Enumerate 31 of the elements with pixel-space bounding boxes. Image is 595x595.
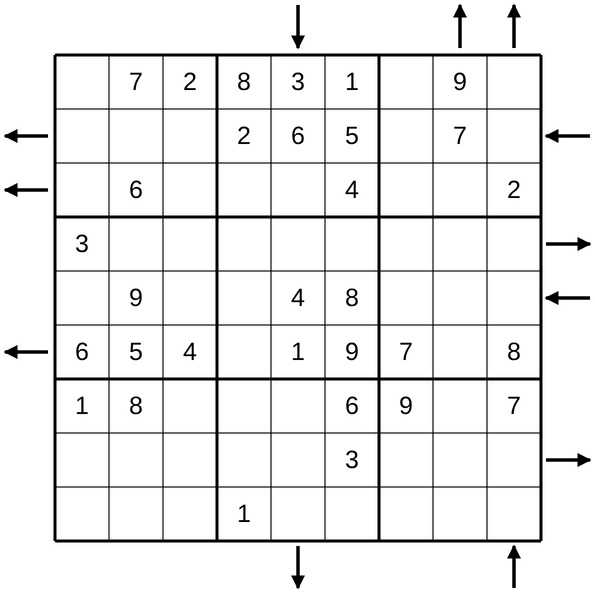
given-digit: 2 <box>507 176 521 204</box>
given-digit: 1 <box>75 392 89 420</box>
given-digit: 4 <box>291 284 305 312</box>
given-digit: 9 <box>399 392 413 420</box>
given-digit: 3 <box>291 68 305 96</box>
given-digit: 8 <box>237 68 251 96</box>
given-digit: 7 <box>507 392 521 420</box>
given-digit: 2 <box>237 122 251 150</box>
given-digit: 7 <box>129 68 143 96</box>
given-digit: 8 <box>345 284 359 312</box>
given-digit: 9 <box>345 338 359 366</box>
given-digit: 9 <box>453 68 467 96</box>
given-digit: 8 <box>507 338 521 366</box>
given-digit: 1 <box>291 338 305 366</box>
given-digit: 6 <box>75 338 89 366</box>
given-digit: 7 <box>399 338 413 366</box>
given-digit: 8 <box>129 392 143 420</box>
given-digit: 5 <box>129 338 143 366</box>
given-digit: 5 <box>345 122 359 150</box>
given-digit: 4 <box>345 176 359 204</box>
given-digit: 3 <box>75 230 89 258</box>
given-digit: 1 <box>237 500 251 528</box>
given-digit: 6 <box>291 122 305 150</box>
given-digit: 4 <box>183 338 197 366</box>
given-digit: 2 <box>183 68 197 96</box>
given-digit: 9 <box>129 284 143 312</box>
given-digit: 6 <box>345 392 359 420</box>
given-digit: 1 <box>345 68 359 96</box>
given-digit: 6 <box>129 176 143 204</box>
given-digit: 3 <box>345 446 359 474</box>
given-digit: 7 <box>453 122 467 150</box>
